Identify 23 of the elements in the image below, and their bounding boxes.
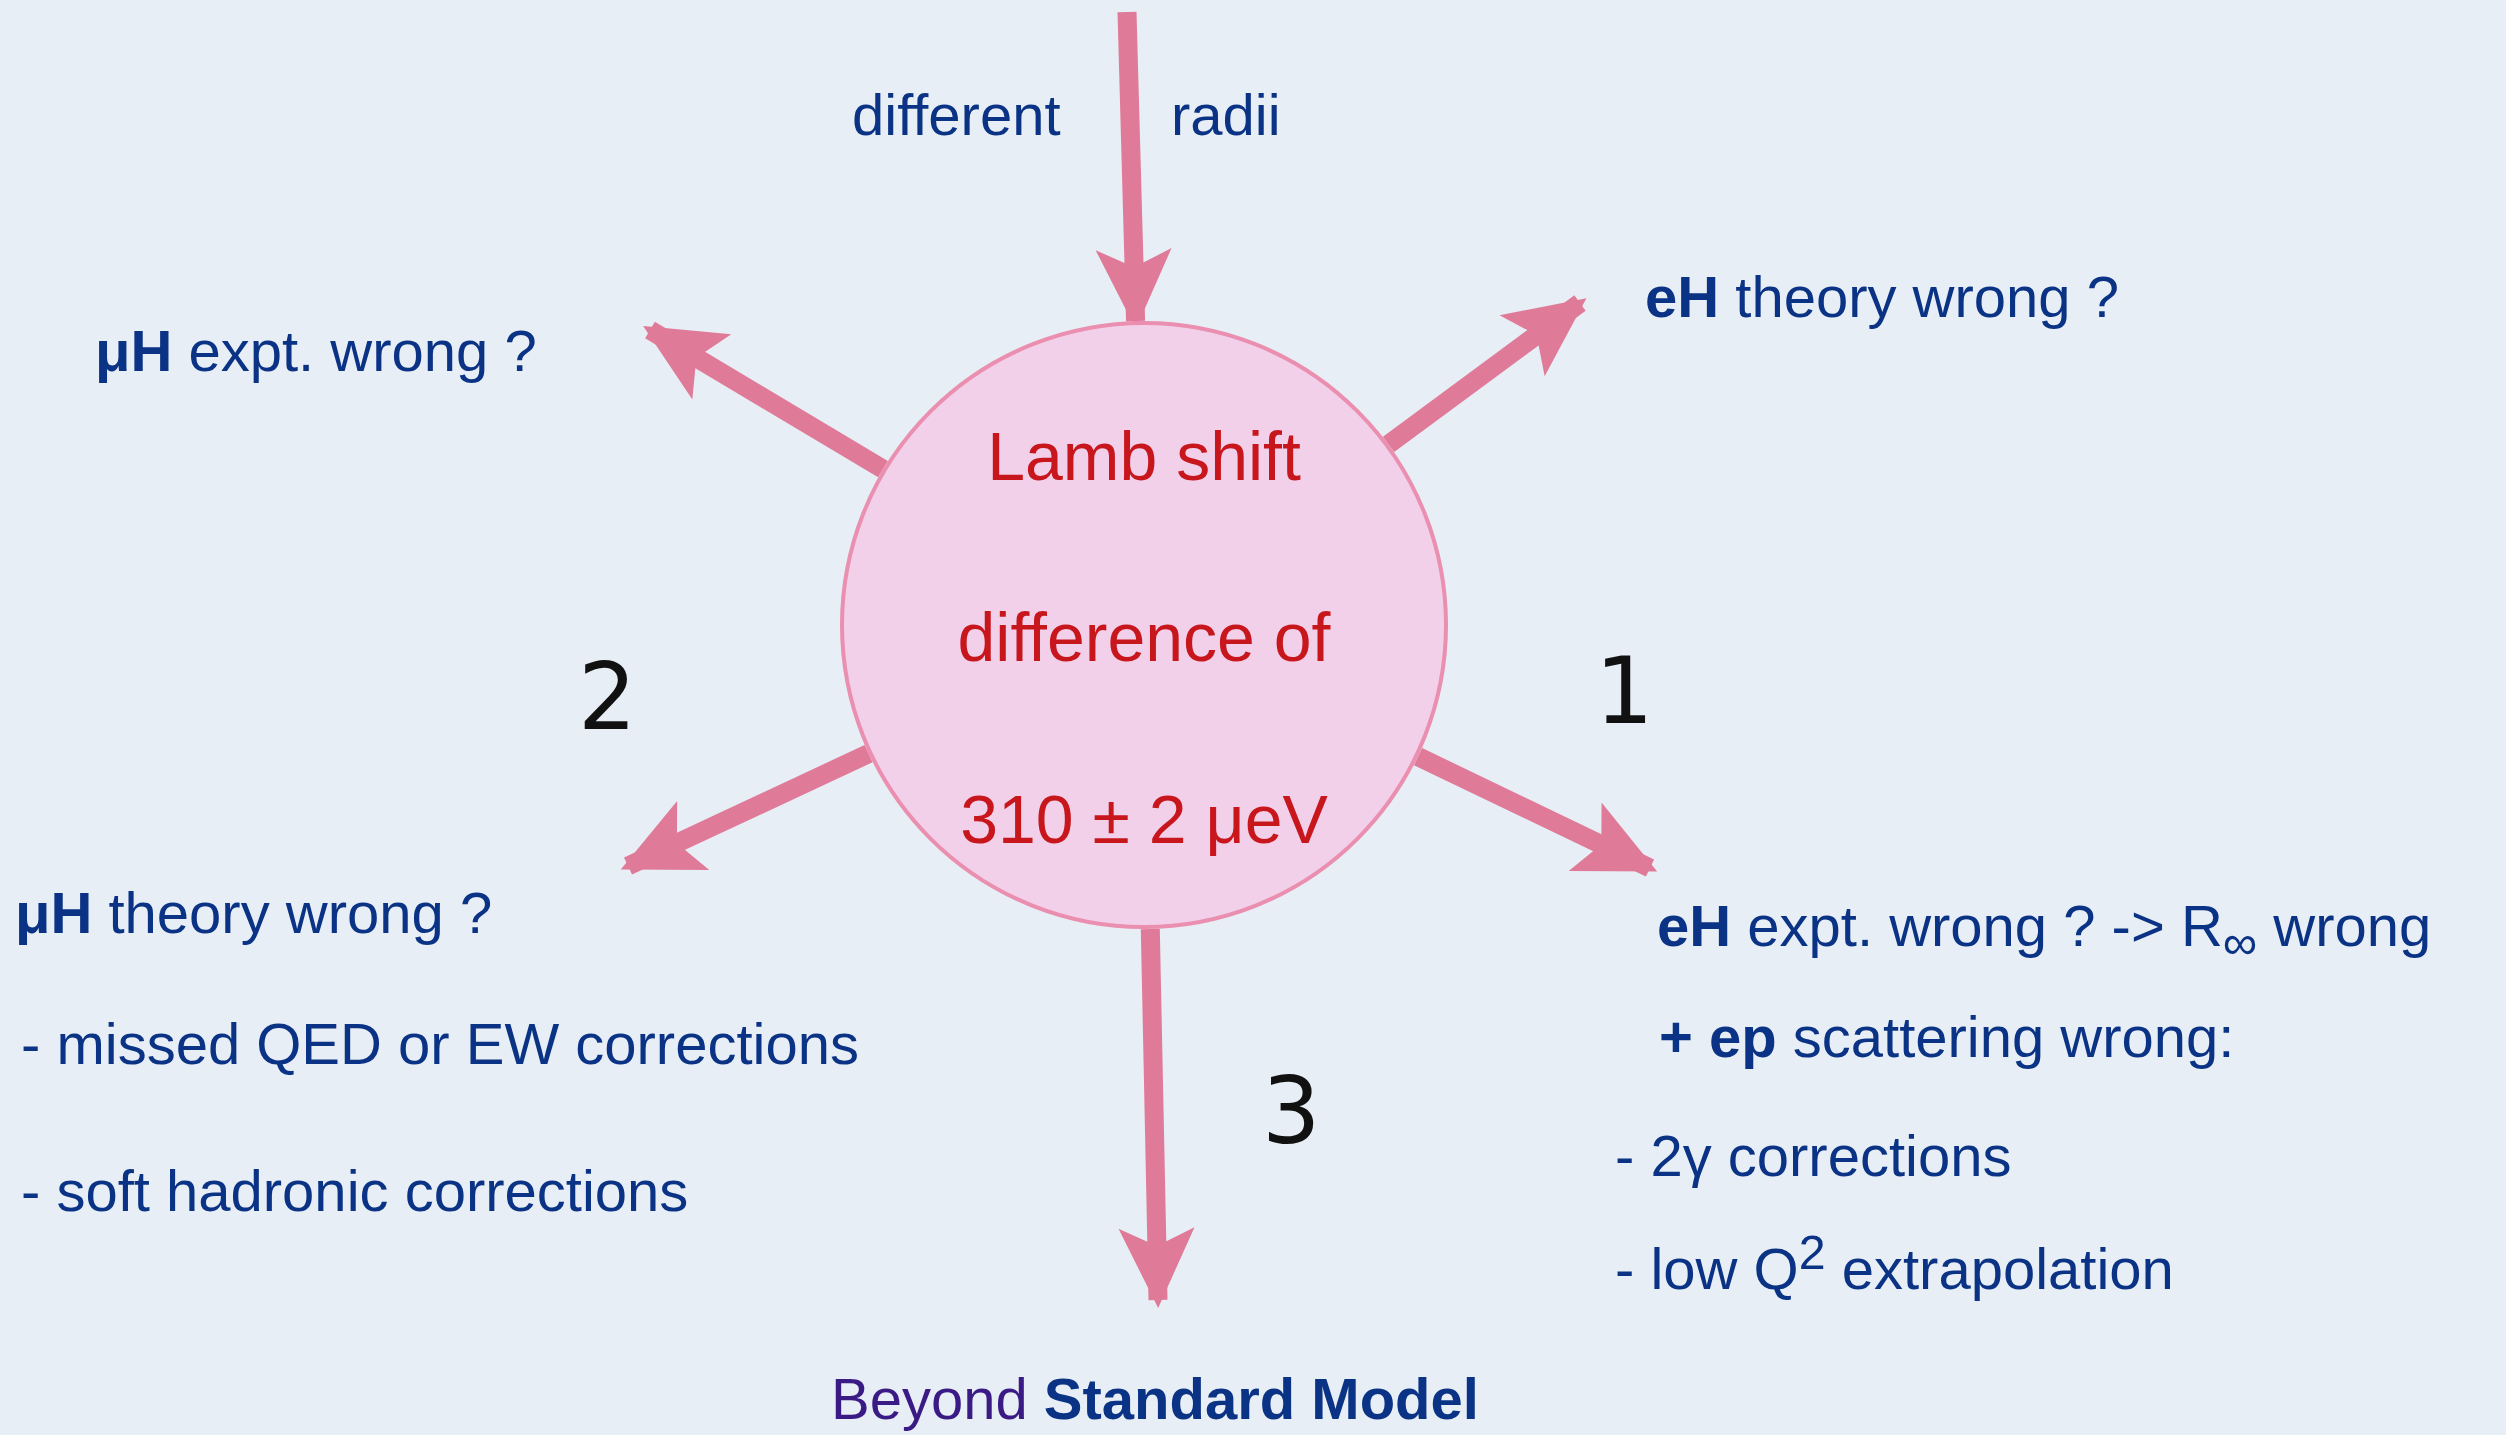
bullet-text: - 2γ corrections	[1615, 1123, 2012, 1190]
circle-text: 310 ± 2 μeV	[959, 780, 1329, 859]
circle-text: Lamb shift	[986, 417, 1302, 496]
arrow	[620, 745, 873, 875]
bullet-text: - low Q$^{2}$ extrapolation	[1615, 1225, 2174, 1303]
arrow	[1382, 295, 1587, 453]
number-label: 1	[1595, 646, 1654, 738]
bullet-text: + ep scattering wrong:	[1659, 1004, 2235, 1071]
statement-text: eH theory wrong ?	[1645, 264, 2119, 331]
arrow-caption: different	[852, 82, 1061, 149]
bullet-text: - soft hadronic corrections	[21, 1158, 689, 1225]
bullet-text: - missed QED or EW corrections	[21, 1011, 859, 1078]
arrow	[643, 321, 888, 478]
statement-text: Beyond Standard Model	[831, 1366, 1479, 1433]
arrow	[1118, 928, 1195, 1308]
circle-text: difference of	[956, 598, 1332, 677]
number-label: 3	[1262, 1066, 1321, 1158]
statement-text: μH theory wrong ?	[15, 880, 493, 947]
arrow-caption: radii	[1171, 82, 1281, 149]
statement-text: eH expt. wrong ? -> R$_{∞}$ wrong	[1657, 893, 2432, 971]
arrow	[1413, 748, 1658, 877]
statement-text: μH expt. wrong ?	[95, 318, 537, 385]
number-label: 2	[578, 652, 637, 744]
